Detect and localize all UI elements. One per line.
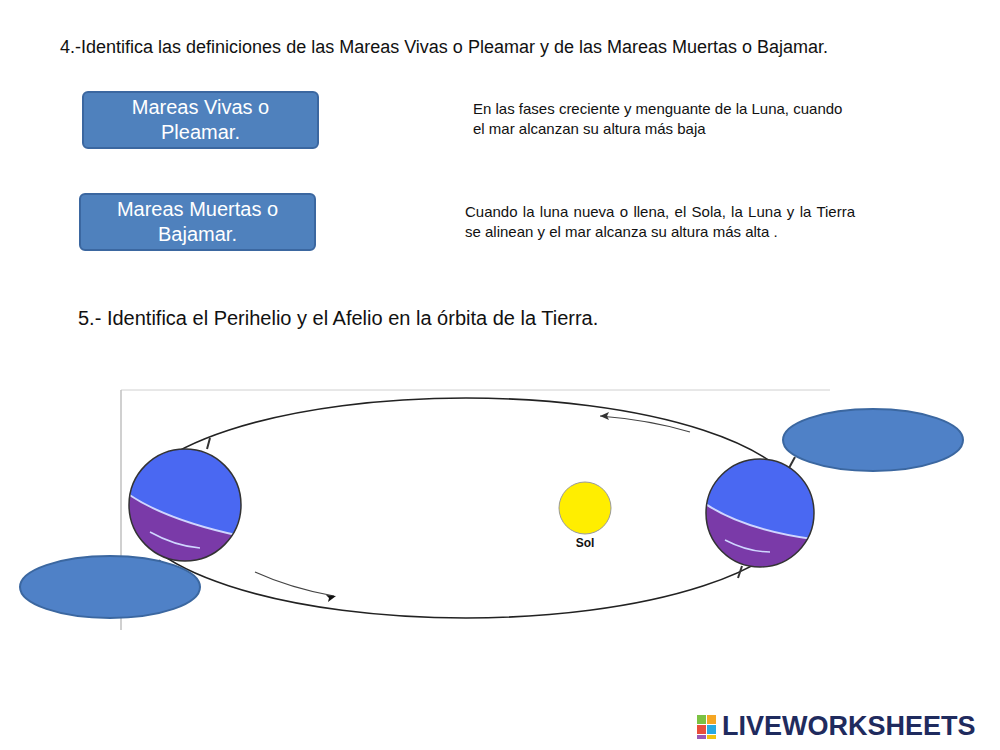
term-box: Mareas Muertas o Bajamar. — [79, 193, 316, 251]
term-box: Mareas Vivas o Pleamar. — [82, 91, 319, 149]
question-heading: 5.- Identifica el Perihelio y el Afelio … — [78, 306, 978, 330]
term-text: Mareas Muertas o Bajamar. — [89, 197, 306, 247]
term-text: Mareas Vivas o Pleamar. — [92, 95, 309, 145]
question-heading: 4.-Identifica las definiciones de las Ma… — [60, 37, 980, 59]
definition-text: En las fases creciente y menguante de la… — [473, 99, 848, 138]
sun-label: Sol — [570, 536, 600, 550]
definition-text: Cuando la luna nueva o llena, el Sola, l… — [465, 202, 855, 243]
watermark: LIVEWORKSHEETS — [722, 710, 997, 742]
